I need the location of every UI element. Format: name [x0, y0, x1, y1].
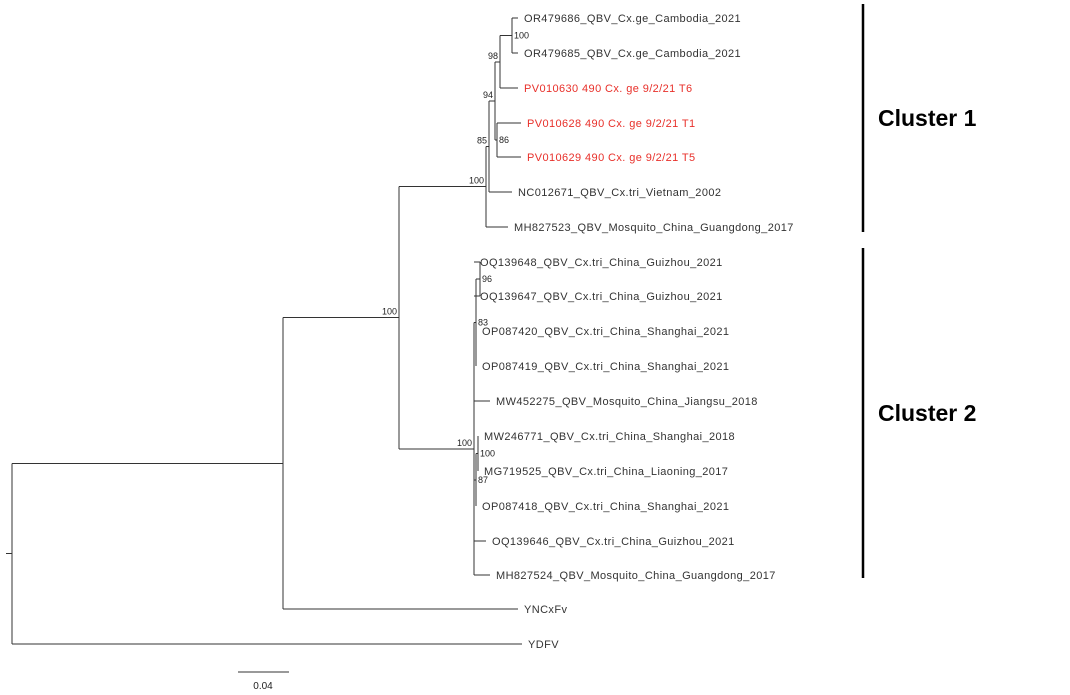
- tip-labels: OR479686_QBV_Cx.ge_Cambodia_2021OR479685…: [480, 13, 794, 651]
- support-c_t1t5: 86: [499, 135, 509, 145]
- support-cluster1: 100: [469, 176, 484, 186]
- tip-label-l13: MW246771_QBV_Cx.tri_China_Shanghai_2018: [484, 431, 735, 443]
- tip-label-l11: OP087419_QBV_Cx.tri_China_Shanghai_2021: [482, 361, 729, 373]
- support-c_sh_ln_sh: 87: [478, 475, 488, 485]
- tip-label-l5: PV010629 490 Cx. ge 9/2/21 T5: [527, 152, 696, 164]
- tip-label-l7: MH827523_QBV_Mosquito_China_Guangdong_20…: [514, 222, 794, 234]
- support-c_camb_t6: 98: [488, 51, 498, 61]
- support-c_ge: 94: [483, 90, 493, 100]
- tip-label-l19: YDFV: [528, 639, 559, 651]
- tip-label-l12: MW452275_QBV_Mosquito_China_Jiangsu_2018: [496, 396, 758, 408]
- scale-bar-label: 0.04: [253, 681, 273, 692]
- tip-label-l15: OP087418_QBV_Cx.tri_China_Shanghai_2021: [482, 501, 729, 513]
- support-c_ge_vn: 85: [477, 135, 487, 145]
- tip-label-l4: PV010628 490 Cx. ge 9/2/21 T1: [527, 118, 696, 130]
- tip-label-l10: OP087420_QBV_Cx.tri_China_Shanghai_2021: [482, 326, 729, 338]
- support-qbv: 100: [382, 307, 397, 317]
- tree-branches: [6, 17, 522, 645]
- tip-label-l14: MG719525_QBV_Cx.tri_China_Liaoning_2017: [484, 466, 728, 478]
- tip-label-l2: OR479685_QBV_Cx.ge_Cambodia_2021: [524, 48, 741, 60]
- support-c_sh_ln: 100: [480, 449, 495, 459]
- tip-label-l9: OQ139647_QBV_Cx.tri_China_Guizhou_2021: [480, 291, 723, 303]
- support-cluster2: 100: [457, 438, 472, 448]
- tip-label-l8: OQ139648_QBV_Cx.tri_China_Guizhou_2021: [480, 257, 723, 269]
- tip-label-l17: MH827524_QBV_Mosquito_China_Guangdong_20…: [496, 570, 776, 582]
- tip-label-l16: OQ139646_QBV_Cx.tri_China_Guizhou_2021: [492, 536, 735, 548]
- scale-bar: 0.04: [238, 671, 289, 692]
- cluster-label-1: Cluster 1: [878, 105, 977, 131]
- tip-label-l18: YNCxFv: [524, 604, 567, 616]
- cluster-label-2: Cluster 2: [878, 400, 976, 426]
- support-c_camb: 100: [514, 31, 529, 41]
- support-c_gz_sh: 83: [478, 318, 488, 328]
- cluster-annotations: Cluster 1 Cluster 2: [861, 4, 977, 578]
- tip-label-l3: PV010630 490 Cx. ge 9/2/21 T6: [524, 83, 693, 95]
- bootstrap-values: 100 98 86 94 85 100 96 83 100 87 100 100: [382, 31, 529, 485]
- tip-label-l1: OR479686_QBV_Cx.ge_Cambodia_2021: [524, 13, 741, 25]
- tip-label-l6: NC012671_QBV_Cx.tri_Vietnam_2002: [518, 187, 721, 199]
- support-c_gz: 96: [482, 274, 492, 284]
